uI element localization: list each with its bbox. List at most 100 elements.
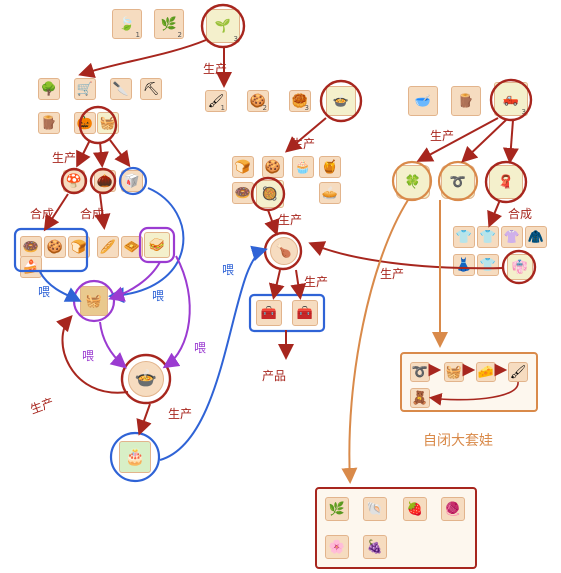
- tile-level: 3: [304, 104, 309, 112]
- sandwich-icon: 🥪: [148, 237, 166, 253]
- tray-tile: 🍪2: [247, 90, 269, 112]
- produce-label: 生产: [203, 62, 228, 76]
- bottom-chain-panel: 🌿 🐚 🍓 🧶 🌸 🍇: [315, 487, 477, 569]
- tile-level: 2: [177, 31, 182, 39]
- cloth-tile-selected: 👘: [507, 254, 533, 280]
- pumpkin-icon: 🎃: [76, 115, 94, 131]
- flour-bag-tile: 🥡: [121, 170, 143, 192]
- arrow: [341, 199, 409, 484]
- arrow: [268, 269, 285, 300]
- produce-label: 生产: [380, 267, 405, 281]
- tile-level: 1: [135, 31, 140, 39]
- chest-icon: 🧰: [260, 305, 278, 321]
- shirt-icon: 👚: [503, 229, 521, 245]
- tile-level: 2: [262, 104, 267, 112]
- donut-icon: 🍩: [234, 185, 252, 201]
- auto-loop-panel: ➰ 🧺 🧀 🖌 🧸: [400, 352, 538, 412]
- loop-tile: 🧺: [444, 362, 464, 382]
- arrow: [109, 139, 131, 168]
- mushroom-bowl-tile: 🍄: [63, 170, 85, 192]
- nut-bowl-tile: 🌰: [94, 170, 116, 192]
- cherry-tree-icon: 🌸: [328, 539, 346, 555]
- loop-tile: ➰: [410, 362, 430, 382]
- loaf-goods-tile: 🥖: [97, 236, 119, 258]
- arrow: [56, 315, 129, 394]
- tile-level: 3: [233, 35, 238, 43]
- wagon-tile: 🛻3: [494, 82, 528, 116]
- produce-label: 生产: [52, 151, 77, 165]
- shirt-icon: 👕: [455, 229, 473, 245]
- roast-tile: 🍗: [270, 237, 298, 265]
- bread-icon: 🍞: [70, 239, 88, 255]
- bun-tile: 🍞: [232, 156, 254, 178]
- food-bowl-icon: 🥘: [261, 186, 279, 202]
- berry-icon: 🍓: [406, 501, 424, 517]
- cookie-tile: 🍪: [262, 156, 284, 178]
- arrow: [264, 209, 280, 236]
- donut-tile: 🍩: [232, 182, 254, 204]
- waffle-icon: 🧇: [123, 239, 141, 255]
- produce-label: 生产: [304, 275, 329, 289]
- cloth-tile: 👕: [477, 226, 499, 248]
- feed-label: 喂: [38, 285, 51, 299]
- shirt-icon: 👕: [479, 229, 497, 245]
- cloth-tile: 👚: [501, 226, 523, 248]
- tray-icon: 🍪: [249, 93, 267, 109]
- cookie-icon: 🍪: [46, 239, 64, 255]
- cake-slice-goods-tile: 🍰: [20, 256, 42, 278]
- arrow: [308, 241, 505, 270]
- brush-tile: 🖌1: [205, 90, 227, 112]
- bun-icon: 🍞: [234, 159, 252, 175]
- arrow: [159, 245, 268, 461]
- jam-icon: 🍯: [321, 159, 339, 175]
- arrow: [78, 39, 207, 79]
- brush-icon: 🖌: [509, 364, 527, 380]
- produce-label: 生产: [28, 395, 56, 417]
- arrow: [290, 269, 307, 300]
- rope-icon: ➰: [411, 364, 429, 380]
- feed-label: 喂: [152, 289, 165, 303]
- wood-log-tile: 🪵: [451, 86, 481, 116]
- pumpkin-tile: 🎃: [74, 112, 96, 134]
- cloud-cake-tile: 🥮3: [289, 90, 311, 112]
- sickle-tile: 🔪: [110, 78, 132, 100]
- tree-icon: 🌳: [40, 81, 58, 97]
- herb-icon: 🌿: [328, 501, 346, 517]
- rake-icon: ⛏: [142, 81, 160, 97]
- pillow-icon: 🧺: [445, 364, 463, 380]
- chain-tile: 🍓: [403, 497, 427, 521]
- grape-icon: 🍇: [366, 539, 384, 555]
- mid-bowl-tile: 🥘: [256, 180, 284, 208]
- arrow: [92, 141, 109, 168]
- produce-label: 生产: [291, 137, 316, 151]
- tree-tile: 🌳: [38, 78, 60, 100]
- donut-goods-tile: 🍩: [20, 236, 42, 258]
- jam-tile: 🍯: [319, 156, 341, 178]
- chain-tile: 🌿: [325, 497, 349, 521]
- waffle-goods-tile: 🧇: [121, 236, 143, 258]
- chest-icon: 🧰: [296, 305, 314, 321]
- cookie-goods-tile: 🍪: [44, 236, 66, 258]
- brush-icon: 🖌: [207, 93, 225, 109]
- dress-icon: 👗: [455, 257, 473, 273]
- leaf-tile: 🍃 1: [112, 9, 142, 39]
- arrow: [76, 139, 91, 168]
- auto-matryoshka-label: 自闭大套娃: [423, 433, 493, 449]
- product-output-label: 产品: [262, 369, 287, 383]
- arrow: [162, 255, 191, 369]
- cake-slice-icon: 🍰: [22, 259, 40, 275]
- herb-bundle-tile: 🌱 3: [206, 9, 240, 43]
- basket-tile: 🧺: [97, 112, 119, 134]
- chest-tile: 🧰: [256, 300, 282, 326]
- rake-tile: ⛏: [140, 78, 162, 100]
- cloth-tile: 👕: [477, 254, 499, 276]
- loop-tile: 🖌: [508, 362, 528, 382]
- cupcake-tile: 🧁: [292, 156, 314, 178]
- leaf-icon: 🍃: [118, 16, 136, 32]
- purple-arrows: [99, 255, 191, 369]
- flour-bag-icon: 🥡: [123, 173, 141, 189]
- pie-tile: 🥧: [319, 182, 341, 204]
- cookie-icon: 🍪: [264, 159, 282, 175]
- arrow: [461, 119, 507, 163]
